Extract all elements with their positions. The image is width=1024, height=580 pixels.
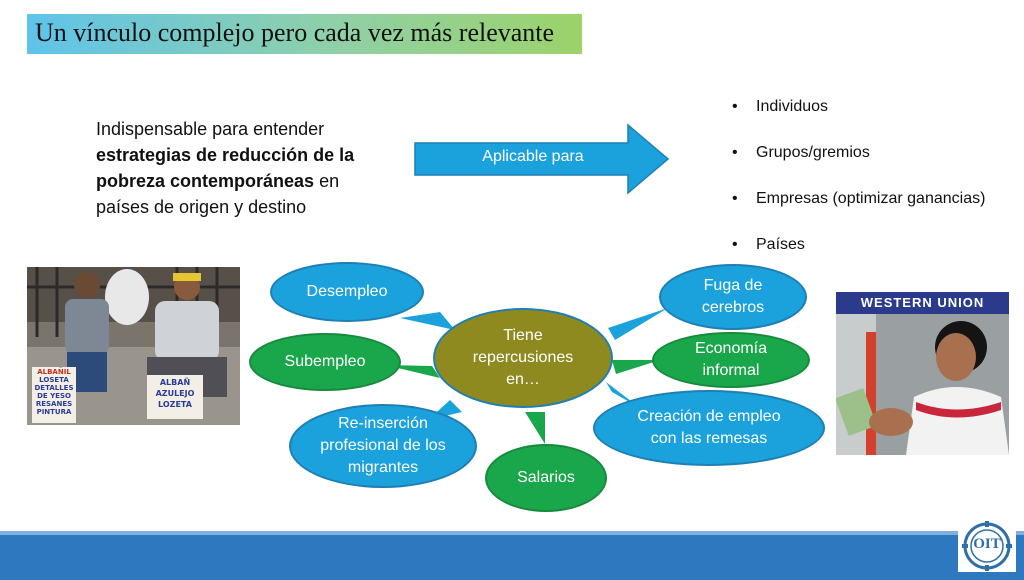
bubble-creacion-empleo: Creación de empleo con las remesas [593,390,825,466]
bubble-label: Subempleo [284,353,366,370]
bubble-salarios: Salarios [485,444,607,512]
bubble-economia-informal: Economía informal [652,332,810,388]
bubble-fuga-cerebros: Fuga de cerebros [659,264,807,330]
sign-line: AZULEJO [155,389,195,398]
bubble-label: Salarios [517,469,575,486]
slide-title: Un vínculo complejo pero cada vez más re… [35,18,555,47]
bubble-desempleo: Desempleo [270,262,424,322]
intro-suffix: en países de origen y destino [96,171,340,217]
bubble-subempleo: Subempleo [249,333,401,391]
footer-bar [0,531,1024,580]
center-node: Tiene repercusiones en… [433,308,613,408]
arrow-shape [414,123,670,195]
intro-bold: estrategias de reducción de la pobreza c… [96,145,355,191]
oit-logo: OIT [958,520,1016,572]
arrow-label: Aplicable para [482,148,584,165]
intro-prefix: Indispensable para entender [96,119,325,139]
sign-left: ALBAÑIL LOSETA DETALLES DE YESO RESANES … [33,368,75,416]
sign-line: LOZETA [158,400,192,409]
bubble-reinsercion: Re-inserción profesional de los migrante… [289,404,477,488]
sign-line: DE YESO [37,392,71,400]
sign-line: LOSETA [39,376,69,384]
bubble-label: Economía informal [694,340,768,379]
remittance-photo: WESTERN UNION [836,292,1009,455]
bubble-label: Desempleo [306,283,388,300]
center-label: Tiene repercusiones en… [472,327,574,388]
bullet-item: Individuos [732,96,985,142]
sign-line: PINTURA [36,408,72,416]
sign-line: ALBAÑ [159,378,191,387]
sign-line: ALBAÑIL [37,368,71,376]
bubble-label: Creación de empleo con las remesas [637,408,781,447]
bullet-item: Empresas (optimizar ganancias) [732,188,985,234]
bullet-item: Grupos/gremios [732,142,985,188]
logo-text: OIT [973,536,1001,552]
bullet-item: Países [732,234,985,280]
sign-line: RESANES [35,400,73,408]
western-union-sign: WESTERN UNION [860,295,985,310]
intro-text: Indispensable para entender estrategias … [96,116,396,220]
sign-right: ALBAÑ AZULEJO LOZETA [148,377,202,410]
bullet-list: Individuos Grupos/gremios Empresas (opti… [732,96,985,280]
sign-line: DETALLES [34,384,74,392]
bubble-label: Fuga de cerebros [701,277,765,316]
workers-photo: ALBAÑIL LOSETA DETALLES DE YESO RESANES … [27,267,240,425]
title-banner: Un vínculo complejo pero cada vez más re… [27,14,582,54]
bubble-label: Re-inserción profesional de los migrante… [320,415,446,476]
